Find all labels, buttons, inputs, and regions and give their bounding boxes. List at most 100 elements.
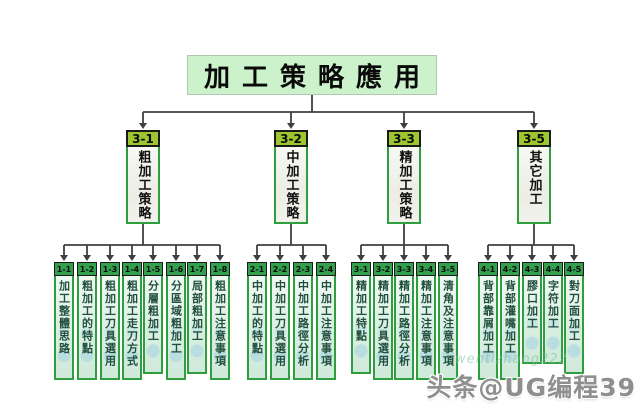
branch-3-1: 3-1 粗加工策略 bbox=[126, 130, 160, 224]
leaf-label: 背部灌嘴加工 bbox=[503, 280, 517, 355]
leaf-body: 字符加工 bbox=[543, 276, 563, 364]
leaf-label: 分層粗加工 bbox=[146, 280, 160, 343]
branch-label: 精加工策略 bbox=[396, 150, 412, 220]
leaf-header: 1-8 bbox=[210, 262, 230, 276]
title-box: 加工策略應用 bbox=[187, 55, 437, 95]
leaf-1-8: 1-8 粗加工注意事項 bbox=[210, 262, 230, 380]
leaf-header: 3-2 bbox=[373, 262, 393, 276]
branch-label: 粗加工策略 bbox=[135, 150, 151, 220]
leaf-4-4: 4-4 字符加工 bbox=[543, 262, 563, 364]
leaf-header: 3-3 bbox=[394, 262, 414, 276]
branch-header: 3-5 bbox=[517, 130, 551, 147]
leaf-4-3: 4-3 膠口加工 bbox=[522, 262, 542, 364]
leaf-header: 4-4 bbox=[543, 262, 563, 276]
leaf-header: 2-3 bbox=[293, 262, 313, 276]
leaf-2-4: 2-4 中加工注意事項 bbox=[316, 262, 336, 380]
leaf-body: 精加工刀具選用 bbox=[373, 276, 393, 380]
leaf-label: 膠口加工 bbox=[525, 280, 539, 330]
leaf-header: 1-6 bbox=[166, 262, 186, 276]
watermark-faint: wentizhang222 bbox=[455, 352, 568, 367]
leaf-label: 中加工的特點 bbox=[250, 280, 264, 355]
leaf-header: 4-3 bbox=[522, 262, 542, 276]
leaf-3-2: 3-2 精加工刀具選用 bbox=[373, 262, 393, 380]
leaf-body: 加工整體思路 bbox=[54, 276, 74, 380]
leaf-body: 清角及注意事項 bbox=[438, 276, 458, 380]
leaf-label: 粗加工的特點 bbox=[80, 280, 94, 355]
leaf-2-2: 2-2 中加工刀具選用 bbox=[270, 262, 290, 380]
leaf-body: 分區域粗加工 bbox=[166, 276, 186, 380]
leaf-label: 局部粗加工 bbox=[190, 280, 204, 343]
leaf-header: 3-4 bbox=[416, 262, 436, 276]
branch-3-3: 3-3 精加工策略 bbox=[387, 130, 421, 224]
leaf-label: 字符加工 bbox=[546, 280, 560, 330]
leaf-label: 粗加工刀具選用 bbox=[103, 280, 117, 368]
branch-header: 3-3 bbox=[387, 130, 421, 147]
leaf-body: 背部靠屑加工 bbox=[478, 276, 498, 380]
leaf-body: 分層粗加工 bbox=[143, 276, 163, 374]
leaf-3-1: 3-1 精加工特點 bbox=[351, 262, 371, 374]
leaf-header: 3-5 bbox=[438, 262, 458, 276]
branch-header: 3-1 bbox=[126, 130, 160, 147]
leaf-body: 粗加工的特點 bbox=[77, 276, 97, 380]
leaf-1-7: 1-7 局部粗加工 bbox=[187, 262, 207, 374]
leaf-label: 中加工注意事項 bbox=[319, 280, 333, 368]
leaf-body: 膠口加工 bbox=[522, 276, 542, 364]
leaf-header: 2-2 bbox=[270, 262, 290, 276]
leaf-1-6: 1-6 分區域粗加工 bbox=[166, 262, 186, 380]
branch-label: 其它加工 bbox=[526, 150, 542, 206]
leaf-header: 2-4 bbox=[316, 262, 336, 276]
branch-label: 中加工策略 bbox=[283, 150, 299, 220]
leaf-label: 中加工刀具選用 bbox=[273, 280, 287, 368]
leaf-body: 精加工特點 bbox=[351, 276, 371, 374]
leaf-header: 2-1 bbox=[247, 262, 267, 276]
branch-body: 中加工策略 bbox=[274, 147, 308, 224]
leaf-label: 粗加工注意事項 bbox=[213, 280, 227, 368]
leaf-body: 精加工注意事項 bbox=[416, 276, 436, 380]
leaf-label: 精加工刀具選用 bbox=[376, 280, 390, 368]
branch-body: 精加工策略 bbox=[387, 147, 421, 224]
leaf-2-1: 2-1 中加工的特點 bbox=[247, 262, 267, 380]
leaf-body: 背部灌嘴加工 bbox=[500, 276, 520, 380]
watermark: 头条@UG编程39 bbox=[426, 373, 636, 402]
leaf-body: 精加工路徑分析 bbox=[394, 276, 414, 380]
leaf-4-5: 4-5 對刀面加工 bbox=[564, 262, 584, 374]
leaf-body: 中加工的特點 bbox=[247, 276, 267, 380]
leaf-3-5: 3-5 清角及注意事項 bbox=[438, 262, 458, 380]
leaf-body: 中加工路徑分析 bbox=[293, 276, 313, 380]
leaf-label: 粗加工走刀方式 bbox=[125, 280, 139, 368]
leaf-header: 1-3 bbox=[100, 262, 120, 276]
leaf-header: 1-5 bbox=[143, 262, 163, 276]
branch-3-5: 3-5 其它加工 bbox=[517, 130, 551, 224]
leaf-body: 粗加工走刀方式 bbox=[122, 276, 142, 380]
leaf-header: 3-1 bbox=[351, 262, 371, 276]
branch-body: 其它加工 bbox=[517, 147, 551, 224]
leaf-body: 中加工刀具選用 bbox=[270, 276, 290, 380]
leaf-1-3: 1-3 粗加工刀具選用 bbox=[100, 262, 120, 380]
leaf-header: 4-5 bbox=[564, 262, 584, 276]
leaf-4-2: 4-2 背部灌嘴加工 bbox=[500, 262, 520, 380]
leaf-body: 對刀面加工 bbox=[564, 276, 584, 374]
leaf-label: 精加工路徑分析 bbox=[397, 280, 411, 368]
leaf-header: 1-7 bbox=[187, 262, 207, 276]
leaf-label: 中加工路徑分析 bbox=[296, 280, 310, 368]
leaf-label: 加工整體思路 bbox=[57, 280, 71, 355]
leaf-body: 中加工注意事項 bbox=[316, 276, 336, 380]
page-title: 加工策略應用 bbox=[203, 62, 432, 93]
leaf-2-3: 2-3 中加工路徑分析 bbox=[293, 262, 313, 380]
leaf-label: 分區域粗加工 bbox=[169, 280, 183, 355]
leaf-label: 清角及注意事項 bbox=[441, 280, 455, 368]
leaf-header: 1-2 bbox=[77, 262, 97, 276]
branch-body: 粗加工策略 bbox=[126, 147, 160, 224]
leaf-label: 背部靠屑加工 bbox=[481, 280, 495, 355]
leaf-label: 精加工特點 bbox=[354, 280, 368, 343]
leaf-header: 4-2 bbox=[500, 262, 520, 276]
leaf-3-3: 3-3 精加工路徑分析 bbox=[394, 262, 414, 380]
leaf-body: 粗加工注意事項 bbox=[210, 276, 230, 380]
leaf-label: 對刀面加工 bbox=[567, 280, 581, 343]
leaf-1-2: 1-2 粗加工的特點 bbox=[77, 262, 97, 380]
